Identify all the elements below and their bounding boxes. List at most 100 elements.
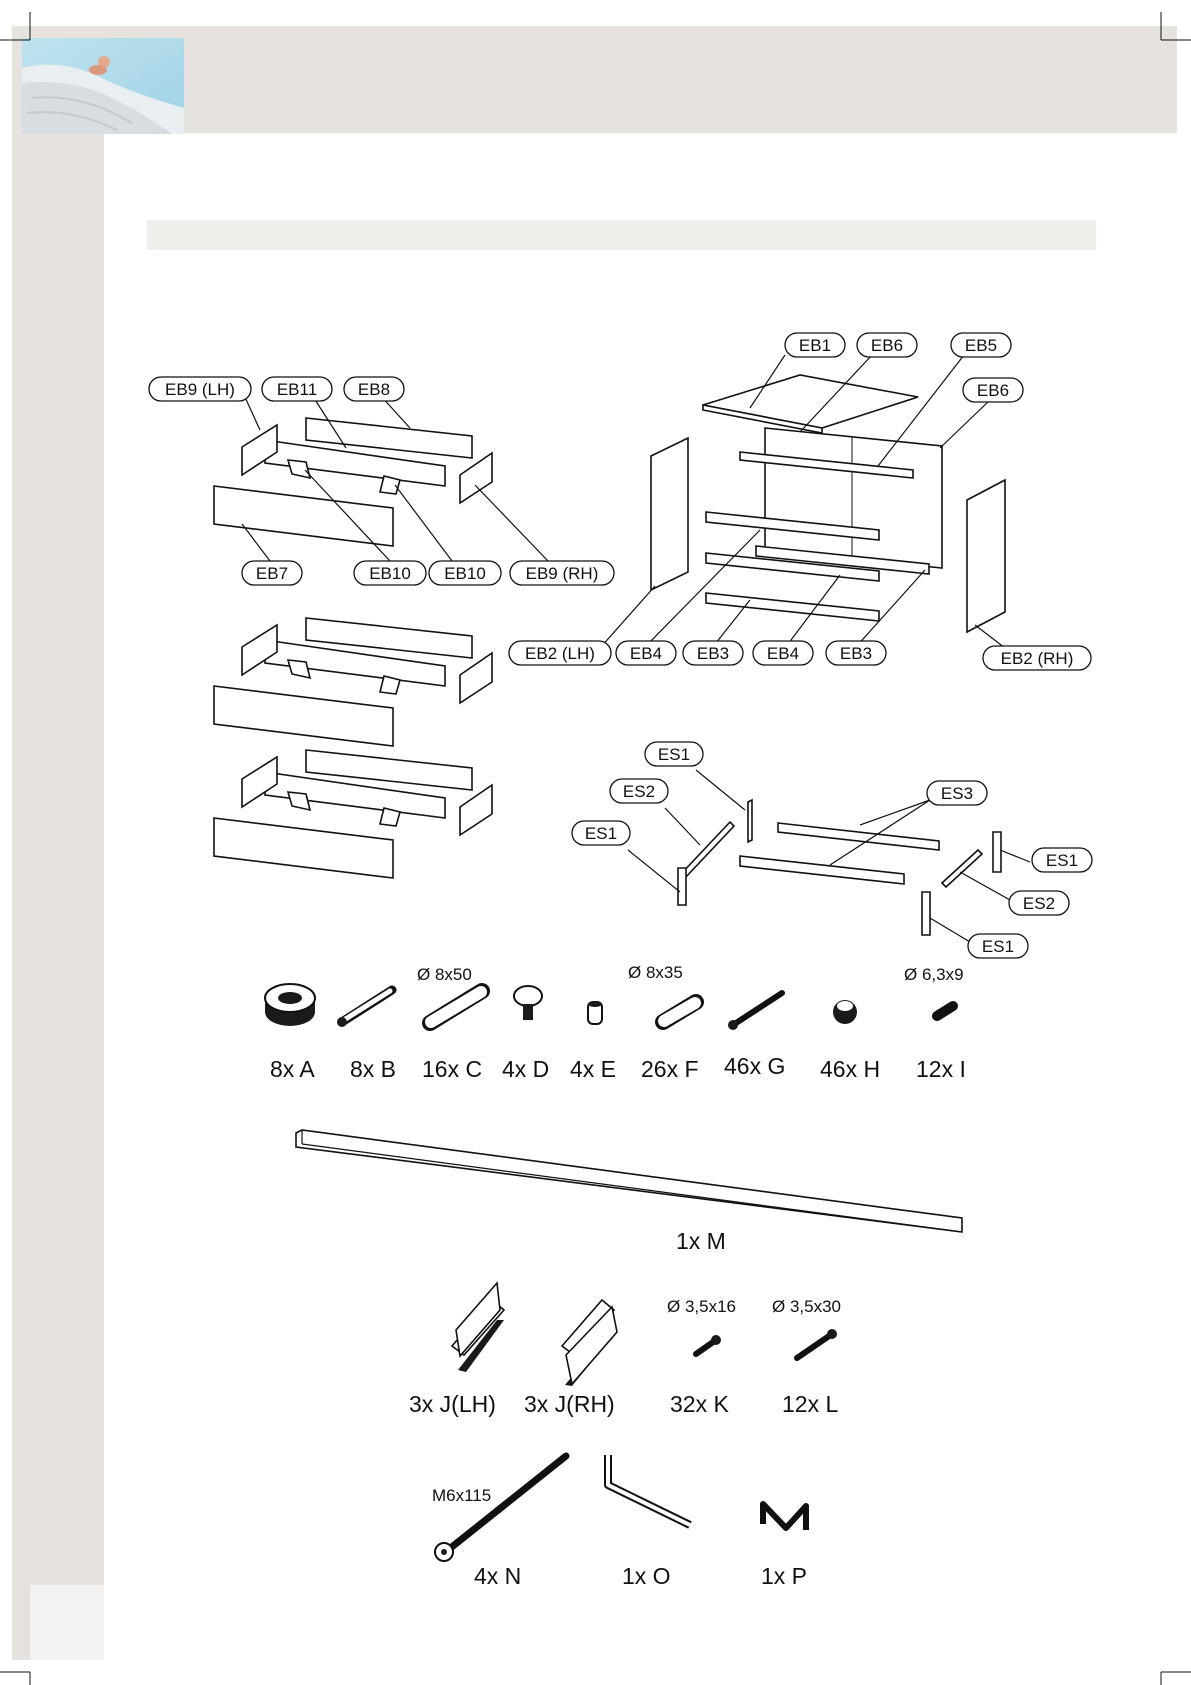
svg-text:EB6: EB6 (871, 336, 903, 355)
screw-g-icon (728, 993, 782, 1030)
label-eb7: EB7 (242, 561, 302, 585)
svg-text:EB8: EB8 (358, 380, 390, 399)
dimension-labels-row-2: Ø 3,5x16 Ø 3,5x30 (667, 1297, 841, 1316)
allen-key-icon (608, 1455, 690, 1525)
label-eb2-rh: EB2 (RH) (983, 646, 1091, 670)
count-labels-row-2: 3x J(LH) 3x J(RH) 32x K 12x L (409, 1391, 838, 1417)
label-eb1: EB1 (785, 333, 845, 357)
screw-i-icon (937, 1006, 953, 1016)
base-frame-exploded (678, 800, 1001, 935)
svg-text:Ø 3,5x30: Ø 3,5x30 (772, 1297, 841, 1316)
label-eb9-rh: EB9 (RH) (510, 561, 614, 585)
svg-text:ES1: ES1 (1046, 851, 1078, 870)
label-eb11: EB11 (262, 377, 332, 401)
svg-text:ES2: ES2 (1023, 894, 1055, 913)
svg-text:EB3: EB3 (697, 644, 729, 663)
drawer-exploded-3 (214, 750, 492, 878)
drawer-exploded-2 (214, 618, 492, 746)
svg-text:4x E: 4x E (570, 1056, 616, 1082)
svg-text:46x G: 46x G (724, 1053, 785, 1079)
hardware-row-1 (265, 984, 953, 1030)
label-es1-4: ES1 (968, 934, 1028, 958)
label-es1-3: ES1 (1032, 848, 1092, 872)
label-es1-2: ES1 (572, 821, 630, 845)
svg-text:1x O: 1x O (622, 1563, 671, 1589)
svg-text:12x L: 12x L (782, 1391, 838, 1417)
knob-icon (514, 986, 542, 1020)
cam-lock-icon (265, 984, 315, 1026)
dowel-f-icon (663, 1002, 696, 1022)
svg-text:EB3: EB3 (840, 644, 872, 663)
svg-text:32x K: 32x K (670, 1391, 729, 1417)
dimension-labels-row-1: Ø 8x50 Ø 8x35 Ø 6,3x9 (417, 963, 964, 984)
svg-text:3x J(LH): 3x J(LH) (409, 1391, 496, 1417)
label-es3: ES3 (927, 781, 987, 805)
svg-text:EB9 (LH): EB9 (LH) (165, 380, 235, 399)
svg-text:EB9 (RH): EB9 (RH) (526, 564, 599, 583)
svg-text:EB7: EB7 (256, 564, 288, 583)
carcass-exploded (651, 375, 1005, 632)
svg-text:Ø 6,3x9: Ø 6,3x9 (904, 965, 964, 984)
svg-text:Ø 8x50: Ø 8x50 (417, 965, 472, 984)
drawer-exploded-1 (214, 418, 492, 546)
svg-text:EB4: EB4 (630, 644, 662, 663)
count-m: 1x M (676, 1228, 726, 1254)
svg-text:8x B: 8x B (350, 1056, 396, 1082)
label-eb4-1: EB4 (616, 641, 676, 665)
svg-text:ES3: ES3 (941, 784, 973, 803)
svg-text:4x D: 4x D (502, 1056, 549, 1082)
svg-text:ES1: ES1 (658, 745, 690, 764)
svg-text:12x I: 12x I (916, 1056, 966, 1082)
screw-k-icon (696, 1335, 721, 1354)
svg-text:3x J(RH): 3x J(RH) (524, 1391, 615, 1417)
dowel-c-icon (430, 991, 482, 1023)
drawer-runner-rh-icon (562, 1300, 617, 1386)
svg-text:EB10: EB10 (444, 564, 486, 583)
label-eb8: EB8 (344, 377, 404, 401)
count-labels-row-3: 4x N 1x O 1x P (474, 1563, 807, 1589)
svg-text:EB10: EB10 (369, 564, 411, 583)
drawer-runner-lh-icon (452, 1283, 504, 1372)
svg-text:8x A: 8x A (270, 1056, 315, 1082)
connector-bolt-icon (435, 1456, 566, 1561)
cam-bolt-icon (337, 990, 392, 1027)
svg-text:16x C: 16x C (422, 1056, 482, 1082)
svg-text:Ø 8x35: Ø 8x35 (628, 963, 683, 982)
label-eb10-2: EB10 (429, 561, 501, 585)
count-labels-row-1: 8x A 8x B 16x C 4x D 4x E 26x F 46x G 46… (270, 1053, 966, 1082)
dimension-n: M6x115 (432, 1486, 491, 1505)
label-eb4-2: EB4 (753, 641, 813, 665)
label-eb5: EB5 (951, 333, 1011, 357)
svg-text:EB11: EB11 (277, 380, 317, 399)
hardware-row-3 (435, 1455, 806, 1561)
label-eb3-1: EB3 (683, 641, 743, 665)
label-es2-1: ES2 (610, 779, 668, 803)
svg-text:4x N: 4x N (474, 1563, 521, 1589)
label-es2-2: ES2 (1009, 891, 1069, 915)
svg-text:ES1: ES1 (982, 937, 1014, 956)
svg-text:EB2 (RH): EB2 (RH) (1001, 649, 1074, 668)
svg-text:EB4: EB4 (767, 644, 799, 663)
hook-p-icon (763, 1504, 806, 1530)
svg-text:EB2 (LH): EB2 (LH) (525, 644, 595, 663)
rail-m (296, 1130, 962, 1232)
svg-text:EB1: EB1 (799, 336, 831, 355)
screw-l-icon (797, 1329, 837, 1358)
label-eb3-2: EB3 (826, 641, 886, 665)
svg-text:ES1: ES1 (585, 824, 617, 843)
insert-h-icon (833, 1000, 857, 1024)
crop-marks (0, 12, 1191, 1685)
svg-text:ES2: ES2 (623, 782, 655, 801)
label-eb10-1: EB10 (354, 561, 426, 585)
svg-text:26x F: 26x F (641, 1056, 699, 1082)
label-es1-1: ES1 (645, 742, 703, 766)
label-eb6-2: EB6 (963, 378, 1023, 402)
label-eb6-1: EB6 (857, 333, 917, 357)
svg-text:1x P: 1x P (761, 1563, 807, 1589)
label-eb2-lh: EB2 (LH) (509, 641, 611, 665)
svg-text:EB6: EB6 (977, 381, 1009, 400)
label-eb9-lh: EB9 (LH) (149, 377, 251, 401)
svg-text:EB5: EB5 (965, 336, 997, 355)
svg-text:Ø 3,5x16: Ø 3,5x16 (667, 1297, 736, 1316)
